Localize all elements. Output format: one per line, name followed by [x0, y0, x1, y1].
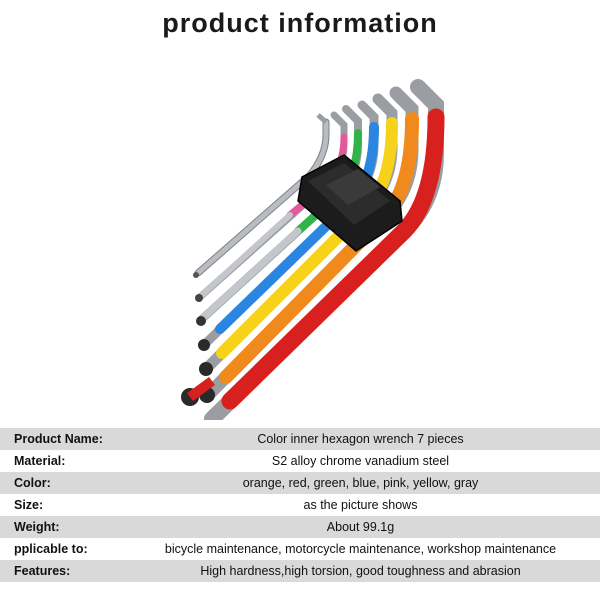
spec-label: Features:: [14, 564, 71, 578]
spec-value: as the picture shows: [303, 498, 418, 512]
spec-value: About 99.1g: [326, 520, 395, 534]
spec-label: Product Name:: [14, 432, 103, 446]
spec-value: orange, red, green, blue, pink, yellow, …: [242, 476, 479, 490]
spec-label: pplicable to:: [14, 542, 88, 556]
spec-label: Size:: [14, 498, 44, 512]
spec-label: Color:: [14, 476, 51, 490]
spec-row: Color: orange, red, green, blue, pink, ye…: [0, 472, 600, 494]
spec-value: Color inner hexagon wrench 7 pieces: [257, 432, 464, 446]
spec-row: pplicable to: bicycle maintenance, motorc…: [0, 538, 600, 560]
spec-value: High hardness,high torsion, good toughne…: [200, 564, 521, 578]
spec-value: S2 alloy chrome vanadium steel: [271, 454, 450, 468]
wrench-holder: [297, 154, 403, 252]
spec-label: Material:: [14, 454, 66, 468]
spec-value: bicycle maintenance, motorcycle maintena…: [164, 542, 557, 556]
spec-row: Weight: About 99.1g: [0, 516, 600, 538]
spec-row: Features: High hardness,high torsion, goo…: [0, 560, 600, 582]
page-title: product information: [162, 8, 438, 38]
spec-label: Weight:: [14, 520, 60, 534]
product-image: [181, 79, 445, 420]
spec-row: Product Name: Color inner hexagon wrench …: [0, 428, 600, 450]
spec-table: Product Name: Color inner hexagon wrench …: [0, 428, 600, 582]
wrench-red: [181, 79, 445, 420]
spec-row: Size: as the picture shows: [0, 494, 600, 516]
spec-row: Material: S2 alloy chrome vanadium steel: [0, 450, 600, 472]
